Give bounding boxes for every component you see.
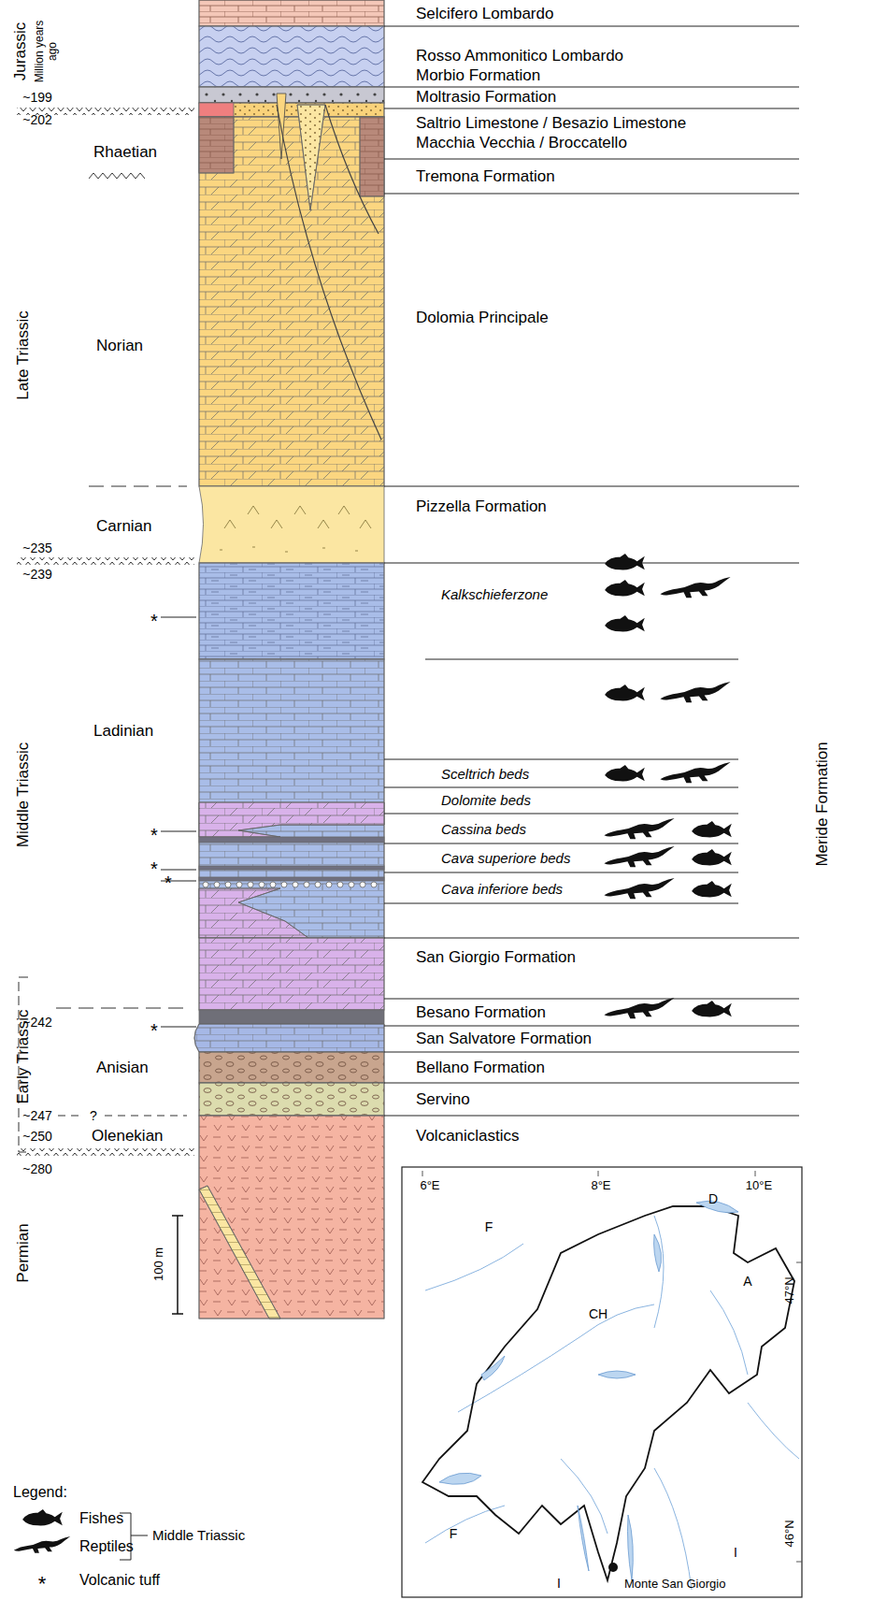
label-text: Bellano Formation [415, 1057, 545, 1077]
label-text: D [708, 1190, 718, 1206]
label-text: Monte San Giorgio [624, 1576, 726, 1591]
label-text: Besano Formation [415, 1002, 546, 1022]
label-text: 100 m [152, 1246, 167, 1281]
label-text: 6°E [419, 1178, 440, 1193]
label-text: 47°N [783, 1275, 798, 1303]
label-text: Ladinian [93, 721, 154, 741]
label-text: I [557, 1574, 561, 1590]
label-text: ~250 [22, 1128, 53, 1144]
label-text: * [150, 610, 158, 632]
label-text: Rhaetian [93, 142, 158, 162]
label-text: Sceltrich beds [441, 765, 529, 782]
boundary-lines [384, 26, 800, 1116]
label-text: Cassina beds [441, 820, 527, 837]
label-text: ~235 [22, 540, 53, 556]
label-text: Cava inferiore beds [441, 880, 563, 897]
label-text: Dolomite beds [441, 791, 531, 808]
label-text: Macchia Vecchia / Broccatello [415, 133, 628, 153]
label-text: Meride Formation [813, 741, 832, 866]
label-text: Million years ago [33, 18, 60, 85]
legend-text: Reptiles [79, 1537, 134, 1555]
label-text: Selcifero Lombardo [415, 4, 554, 24]
legend-symbols [14, 1508, 148, 1559]
label-text: Norian [96, 336, 143, 356]
label-text: ? [89, 1107, 98, 1123]
label-text: Late Triassic [14, 310, 33, 400]
label-text: F [449, 1525, 458, 1541]
label-text: Pizzella Formation [415, 497, 547, 516]
label-text: Legend: [13, 1483, 68, 1501]
label-text: * [164, 872, 172, 894]
label-text: 10°E [745, 1178, 772, 1193]
time-scale-marks [16, 107, 197, 1314]
label-text: F [485, 1218, 494, 1234]
label-text: * [150, 857, 158, 880]
label-text: ~239 [22, 566, 53, 582]
label-text: * [150, 1019, 158, 1042]
rock-column [194, 0, 385, 1318]
label-text: San Giorgio Formation [415, 947, 576, 967]
label-text: ~247 [22, 1107, 53, 1123]
fossil-icons [603, 553, 731, 1018]
label-text: San Salvatore Formation [415, 1029, 592, 1048]
label-text: Middle Triassic [152, 1526, 245, 1543]
label-text: * [150, 824, 158, 846]
label-text: 8°E [590, 1178, 611, 1193]
label-text: Morbio Formation [415, 66, 541, 86]
label-text: Volcaniclastics [415, 1126, 520, 1145]
label-text: Cava superiore beds [441, 849, 571, 866]
label-text: Anisian [96, 1057, 149, 1077]
label-text: Middle Triassic [14, 742, 33, 847]
label-text: ~202 [22, 112, 53, 128]
label-text: * [38, 1571, 47, 1595]
label-text: A [743, 1272, 752, 1288]
label-text: ~199 [22, 89, 53, 105]
label-text: CH [588, 1305, 608, 1321]
label-text: Moltrasio Formation [415, 87, 557, 107]
label-text: Carnian [96, 516, 153, 536]
label-text: Kalkschieferzone [441, 586, 548, 602]
label-text: Saltrio Limestone / Besazio Limestone [415, 114, 687, 133]
label-text: Tremona Formation [415, 167, 556, 186]
label-text: Jurassic [11, 22, 30, 81]
legend-text: Volcanic tuff [79, 1571, 160, 1588]
label-text: I [733, 1543, 738, 1559]
location-map [401, 1166, 802, 1597]
label-text: Dolomia Principale [415, 308, 549, 328]
label-text: Rosso Ammonitico Lombardo [415, 46, 624, 66]
legend-text: Fishes [79, 1509, 124, 1527]
label-text: Olenekian [91, 1126, 164, 1145]
label-text: Permian [14, 1222, 33, 1282]
label-text: Servino [415, 1089, 471, 1109]
label-text: 46°N [783, 1518, 798, 1546]
label-text: ~280 [22, 1160, 53, 1176]
label-text: Early Triassic [14, 1008, 33, 1103]
